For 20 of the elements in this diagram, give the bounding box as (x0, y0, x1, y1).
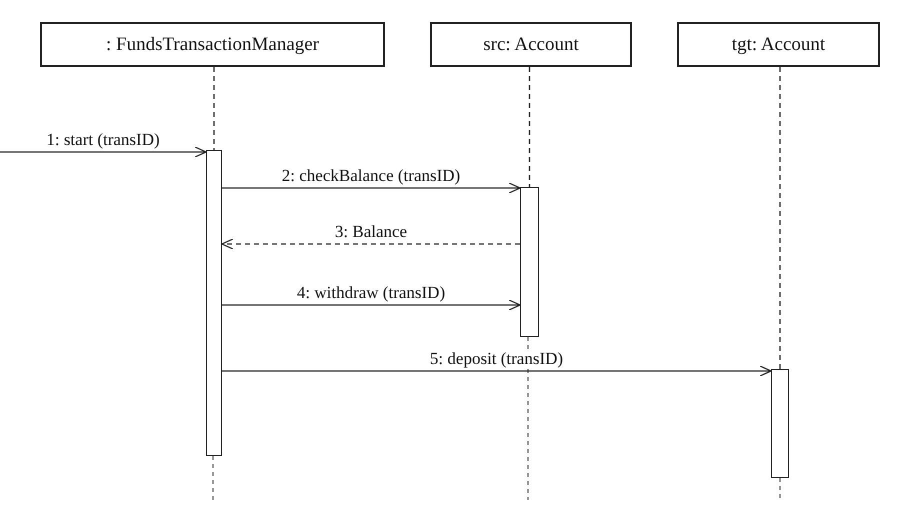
lifeline-head-box (40, 22, 385, 67)
lifeline (213, 67, 215, 150)
message-arrow (222, 182, 521, 194)
lifeline (779, 67, 781, 369)
message-arrow (221, 238, 520, 250)
activation-bar (771, 369, 789, 478)
lifeline-head-box (430, 22, 632, 67)
activation-bar (520, 187, 539, 337)
object-name: : FundsTransactionManager (106, 34, 320, 56)
object-name: src: Account (483, 34, 579, 56)
message-arrow (0, 146, 207, 158)
object-name: tgt: Account (732, 34, 826, 56)
lifeline (528, 67, 530, 187)
message-label: 5: deposit (transID) (428, 350, 566, 368)
activation-bar (206, 150, 222, 456)
lifeline-head-box (677, 22, 880, 67)
message-label: 4: withdraw (transID) (294, 284, 448, 302)
message-arrow (222, 299, 521, 311)
message-arrow (222, 365, 772, 377)
message-label: 2: checkBalance (transID) (280, 167, 462, 185)
